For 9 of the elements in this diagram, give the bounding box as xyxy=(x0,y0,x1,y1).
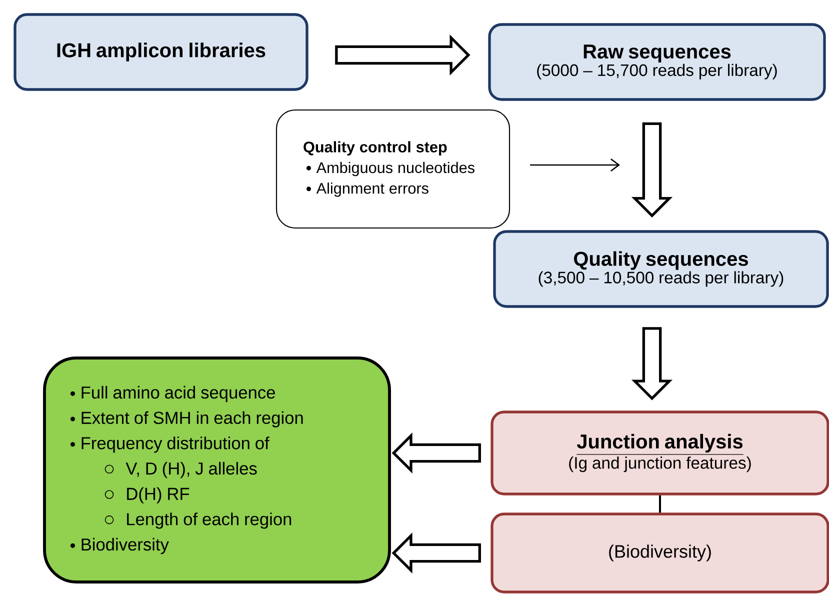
process-box: Quality sequences (3,500 – 10,500 reads per library) xyxy=(493,230,829,308)
arrow xyxy=(530,158,620,172)
process-box: IGH amplicon libraries xyxy=(14,13,308,91)
result-box: Full amino acid sequence Extent of SMH in each region Frequency distribution of V, D (H), J alleles D(H) RF Length of each region Biodiversity xyxy=(43,356,391,584)
analysis-box: Junction analysis (Ig and junction features) xyxy=(490,410,829,496)
connector-line xyxy=(659,495,661,513)
process-box: Raw sequences (5000 – 15,700 reads per library) xyxy=(488,23,826,101)
note-box: Quality control step Ambiguous nucleotides Alignment errors xyxy=(276,109,510,229)
analysis-box: (Biodiversity) xyxy=(490,512,829,594)
